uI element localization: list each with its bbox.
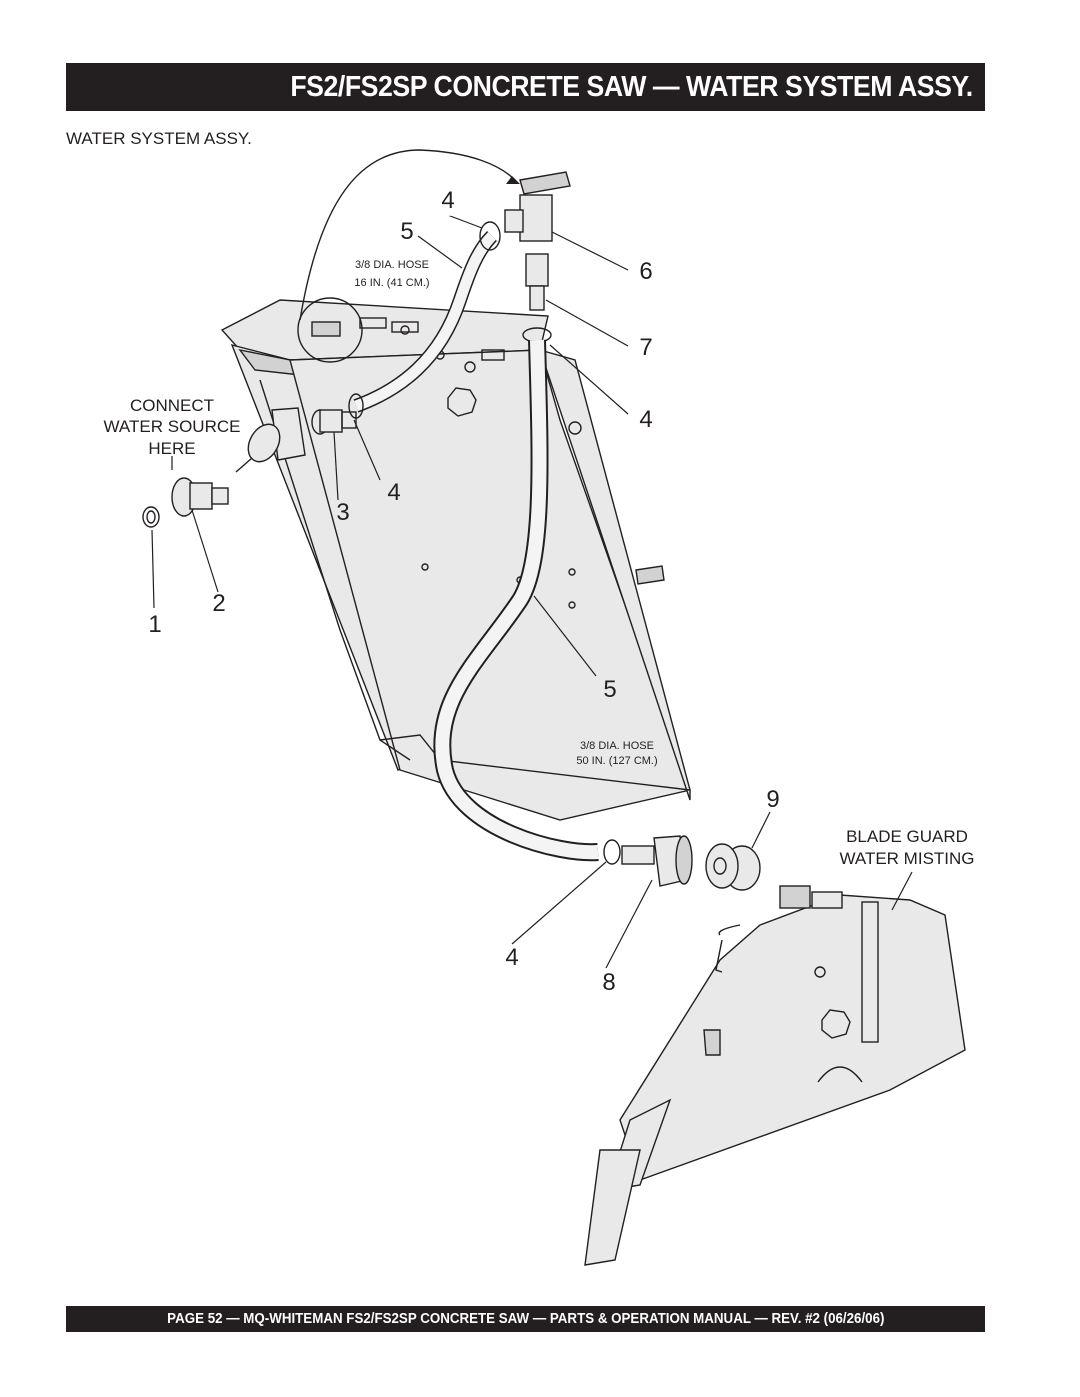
- inlet-coupling-part-2: [171, 477, 229, 517]
- bushing-part-9: [705, 843, 761, 891]
- connect-label-line2: WATER SOURCE: [104, 417, 241, 436]
- diagram-labels: CONNECT WATER SOURCE HERE BLADE GUARD WA…: [104, 259, 975, 868]
- blade-guard-label-line1: BLADE GUARD: [846, 827, 968, 846]
- callout-1-washer: 1: [148, 611, 161, 638]
- washer-part-1: [142, 506, 160, 528]
- svg-text:5: 5: [603, 676, 616, 703]
- callout-4-clamp-bottom: 4: [505, 944, 518, 971]
- callout-numbers: 4 5 6 7 4 4 3 2 1 5 9 4 8: [148, 182, 780, 996]
- long-hose-spec-line2: 50 IN. (127 CM.): [576, 755, 657, 767]
- connect-label-line1: CONNECT: [130, 396, 214, 415]
- svg-text:4: 4: [387, 479, 400, 506]
- callout-7-barb: 7: [639, 334, 652, 361]
- detail-callout-bubble: [297, 149, 520, 363]
- svg-text:4: 4: [505, 944, 518, 971]
- footer-text: PAGE 52 — MQ-WHITEMAN FS2/FS2SP CONCRETE…: [166, 1311, 885, 1327]
- svg-text:4: 4: [639, 406, 652, 433]
- callout-4-valve-clamp: 4: [431, 182, 465, 216]
- section-subtitle: WATER SYSTEM ASSY.: [66, 129, 252, 148]
- svg-text:8: 8: [602, 969, 615, 996]
- svg-text:9: 9: [766, 786, 779, 813]
- connect-label-line3: HERE: [148, 439, 195, 458]
- short-hose-spec-line1: 3/8 DIA. HOSE: [355, 259, 429, 271]
- hose-barb-part-3: [311, 409, 357, 435]
- callout-2-coupling: 2: [212, 590, 225, 617]
- svg-text:6: 6: [639, 258, 652, 285]
- callout-3-barb: 3: [336, 499, 349, 526]
- short-hose: [353, 231, 498, 413]
- water-inlet-assembly: [142, 409, 357, 528]
- callout-9-bushing: 9: [766, 786, 779, 813]
- svg-text:5: 5: [400, 218, 413, 245]
- page-title: FS2/FS2SP CONCRETE SAW — WATER SYSTEM AS…: [290, 70, 974, 103]
- blade-guard: [584, 885, 966, 1266]
- blade-guard-label-line2: WATER MISTING: [839, 849, 974, 868]
- callout-5-long-hose: 5: [603, 676, 616, 703]
- hose-clamps-part-4: [348, 221, 621, 865]
- svg-text:1: 1: [148, 611, 161, 638]
- long-hose: [433, 339, 599, 862]
- page-title-bar: FS2/FS2SP CONCRETE SAW — WATER SYSTEM AS…: [66, 63, 985, 111]
- svg-text:3: 3: [336, 499, 349, 526]
- callout-6-valve: 6: [639, 258, 652, 285]
- saw-frame: [220, 299, 691, 821]
- callout-5-short-hose: 5: [400, 218, 413, 245]
- short-hose-spec-line2: 16 IN. (41 CM.): [354, 277, 429, 289]
- fitting-part-8: [621, 835, 693, 887]
- page-footer: PAGE 52 — MQ-WHITEMAN FS2/FS2SP CONCRETE…: [66, 1306, 985, 1332]
- long-hose-spec-line1: 3/8 DIA. HOSE: [580, 740, 654, 752]
- shut-off-valve-part-6: [504, 171, 571, 311]
- callout-4-clamp-right: 4: [639, 406, 652, 433]
- callout-8-fitting: 8: [602, 969, 615, 996]
- leader-lines: [151, 210, 913, 969]
- svg-text:4: 4: [441, 187, 454, 214]
- svg-text:7: 7: [639, 334, 652, 361]
- callout-4-clamp-left: 4: [387, 479, 400, 506]
- svg-text:2: 2: [212, 590, 225, 617]
